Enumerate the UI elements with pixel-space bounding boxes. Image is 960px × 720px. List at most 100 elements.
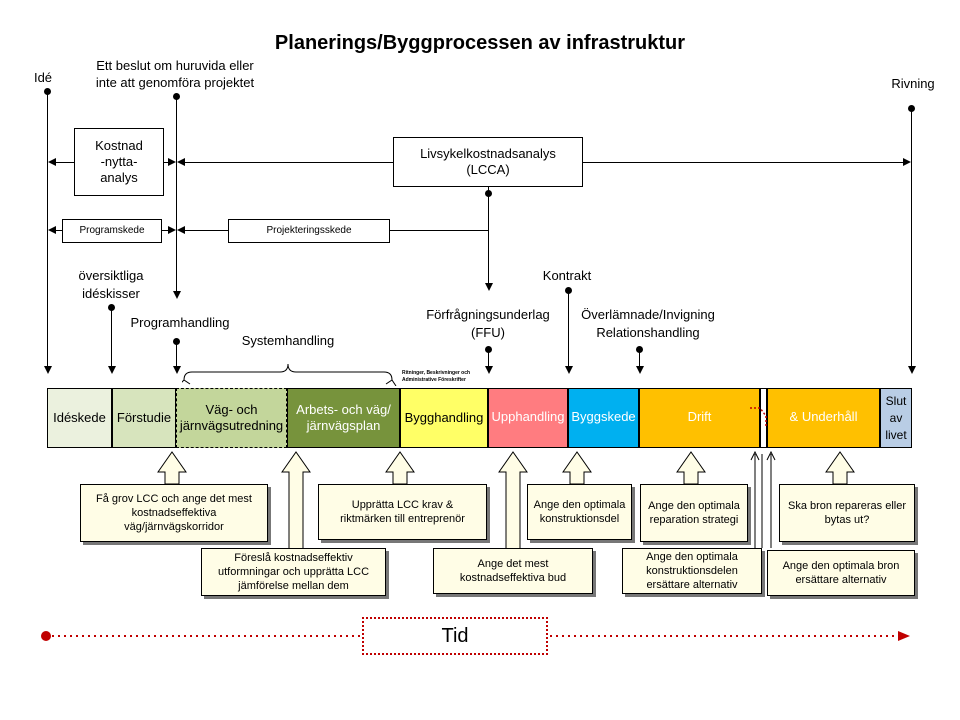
- beslut-line: [176, 97, 177, 293]
- programhandling-dot: [173, 338, 180, 345]
- label-oversiktliga-line1: översiktliga: [78, 268, 144, 283]
- lcca-line1: Livsykelkostnadsanalys: [420, 146, 556, 161]
- kostnad-line2: -nytta-: [100, 154, 138, 169]
- label-ide: Idé: [33, 70, 53, 85]
- ffu-dot: [485, 346, 492, 353]
- phase-label: Byggskede: [571, 409, 636, 424]
- note-line: Ange den optimala: [646, 551, 738, 563]
- label-ffu-line1: Förfrågningsunderlag: [426, 307, 550, 322]
- phase-byggskede: Byggskede: [568, 388, 639, 448]
- note-line: konstruktionsdel: [539, 513, 620, 525]
- phase-label: Upphandling: [491, 409, 565, 424]
- kostnad-line1: Kostnad: [95, 138, 143, 153]
- oversiktliga-arrow-icon: [108, 366, 116, 374]
- kostnad-nytta-box: Kostnad -nytta- analys: [74, 128, 164, 196]
- note-line: kostnadseffektiva: [131, 507, 217, 519]
- phase-upphandling: Upphandling: [488, 388, 568, 448]
- phase-forstudie: Förstudie: [112, 388, 176, 448]
- note-line: Ange den optimala: [533, 499, 626, 511]
- phase-label: Idéskede: [53, 410, 106, 425]
- phase-label-line1: Väg- och: [205, 402, 258, 417]
- lcca-line2: (LCCA): [466, 162, 510, 177]
- note-optimala-reparation: Ange den optimala reparation strategi: [640, 484, 748, 542]
- beslut-dot: [173, 93, 180, 100]
- diagram-title: Planerings/Byggprocessen av infrastruktu…: [274, 32, 686, 54]
- lcca-right-arrow-icon: [903, 158, 911, 166]
- phase-ideskede: Idéskede: [47, 388, 112, 448]
- overlamnade-dot: [636, 346, 643, 353]
- label-beslut-line1: Ett beslut om huruvida eller: [96, 58, 254, 73]
- phase-label: Förstudie: [116, 410, 172, 425]
- rivning-arrow-icon: [908, 366, 916, 374]
- programhandling-line: [176, 342, 177, 368]
- phase-label-line2: järnvägsplan: [306, 418, 381, 433]
- note-kostnadseffektiva-bud: Ange det mest kostnadseffektiva bud: [433, 548, 593, 594]
- ffu-line: [488, 350, 489, 368]
- phase-slut-av-livet: Slut av livet: [880, 388, 912, 448]
- phase-label: Drift: [687, 409, 712, 424]
- programhandling-arrow-icon: [173, 366, 181, 374]
- phase-vag-utredning: Väg- och järnvägsutredning: [176, 388, 287, 448]
- projekteringsskede-box: Projekteringsskede: [228, 219, 390, 243]
- phase-label-line2: av: [889, 410, 903, 425]
- programskede-box: Programskede: [62, 219, 162, 243]
- note-line: riktmärken till entreprenör: [340, 513, 465, 525]
- overlamnade-arrow-icon: [636, 366, 644, 374]
- lcca-ffu-arrow-icon: [485, 283, 493, 291]
- kontrakt-arrow-icon: [565, 366, 573, 374]
- label-kontrakt: Kontrakt: [542, 268, 592, 283]
- phase-drift: Drift: [639, 388, 760, 448]
- note-line: ersättare alternativ: [795, 574, 887, 586]
- label-ritningar-line2: Administrative Föreskrifter: [402, 377, 466, 383]
- note-line: konstruktionsdelen: [646, 565, 738, 577]
- kostnad-left-arrow-icon: [48, 158, 56, 166]
- phase-bygghandling: Bygghandling: [400, 388, 488, 448]
- label-oversiktliga-line2: idéskisser: [82, 286, 140, 301]
- label-ffu-line2: (FFU): [471, 325, 505, 340]
- phase-underhall: & Underhåll: [767, 388, 880, 448]
- phase-arbetsplan: Arbets- och väg/ järnvägsplan: [287, 388, 400, 448]
- note-line: Ska bron repareras eller: [787, 500, 906, 512]
- phase-label-line2: järnvägsutredning: [179, 418, 284, 433]
- phase-label-line1: Slut: [885, 393, 907, 408]
- note-optimala-konstruktionsdel: Ange den optimala konstruktionsdel: [527, 484, 632, 540]
- rivning-line: [911, 109, 912, 368]
- note-repareras-eller-bytas: Ska bron repareras eller bytas ut?: [779, 484, 915, 542]
- lcca-ffu-line: [488, 186, 489, 284]
- beslut-arrow-icon: [173, 291, 181, 299]
- label-systemhandling: Systemhandling: [241, 333, 335, 348]
- note-line: Ange den optimala bron: [782, 560, 900, 572]
- kostnad-right-arrow-icon: [168, 158, 176, 166]
- note-line: Upprätta LCC krav &: [351, 499, 454, 511]
- note-line: väg/järnvägskorridor: [124, 521, 224, 533]
- note-grov-lcc: Få grov LCC och ange det mest kostnadsef…: [80, 484, 268, 542]
- timeline-label: Tid: [441, 624, 469, 647]
- phase-label: & Underhåll: [789, 409, 858, 424]
- phase-label: Bygghandling: [404, 410, 484, 425]
- kostnad-line3: analys: [100, 170, 138, 185]
- note-line: Ange det mest: [477, 558, 549, 570]
- label-programhandling: Programhandling: [130, 315, 230, 330]
- note-line: Föreslå kostnadseffektiv: [234, 552, 353, 564]
- note-line: jämförelse mellan dem: [238, 580, 349, 592]
- ide-dot: [44, 88, 51, 95]
- note-line: utformningar och upprätta LCC: [217, 566, 370, 578]
- kontrakt-line: [568, 291, 569, 368]
- note-line: Ange den optimala: [648, 500, 740, 512]
- projektering-left-arrow-icon: [177, 226, 185, 234]
- label-rivning: Rivning: [891, 76, 935, 91]
- overlamnade-line: [639, 350, 640, 368]
- phase-label-line3: livet: [885, 427, 907, 442]
- kontrakt-dot: [565, 287, 572, 294]
- ide-arrow-icon: [44, 366, 52, 374]
- systemhandling-brace: [182, 363, 397, 386]
- note-bron-ersattare: Ange den optimala bron ersättare alterna…: [767, 550, 915, 596]
- up-arrows: [157, 450, 855, 553]
- lcca-left-arrow-icon: [177, 158, 185, 166]
- ide-line: [47, 92, 48, 368]
- drift-dotted-connector: [750, 407, 767, 426]
- phase-label-line1: Arbets- och väg/: [296, 402, 391, 417]
- lcca-box: Livsykelkostnadsanalys (LCCA): [393, 137, 583, 187]
- ffu-arrow-icon: [485, 366, 493, 374]
- programskede-left-arrow-icon: [48, 226, 56, 234]
